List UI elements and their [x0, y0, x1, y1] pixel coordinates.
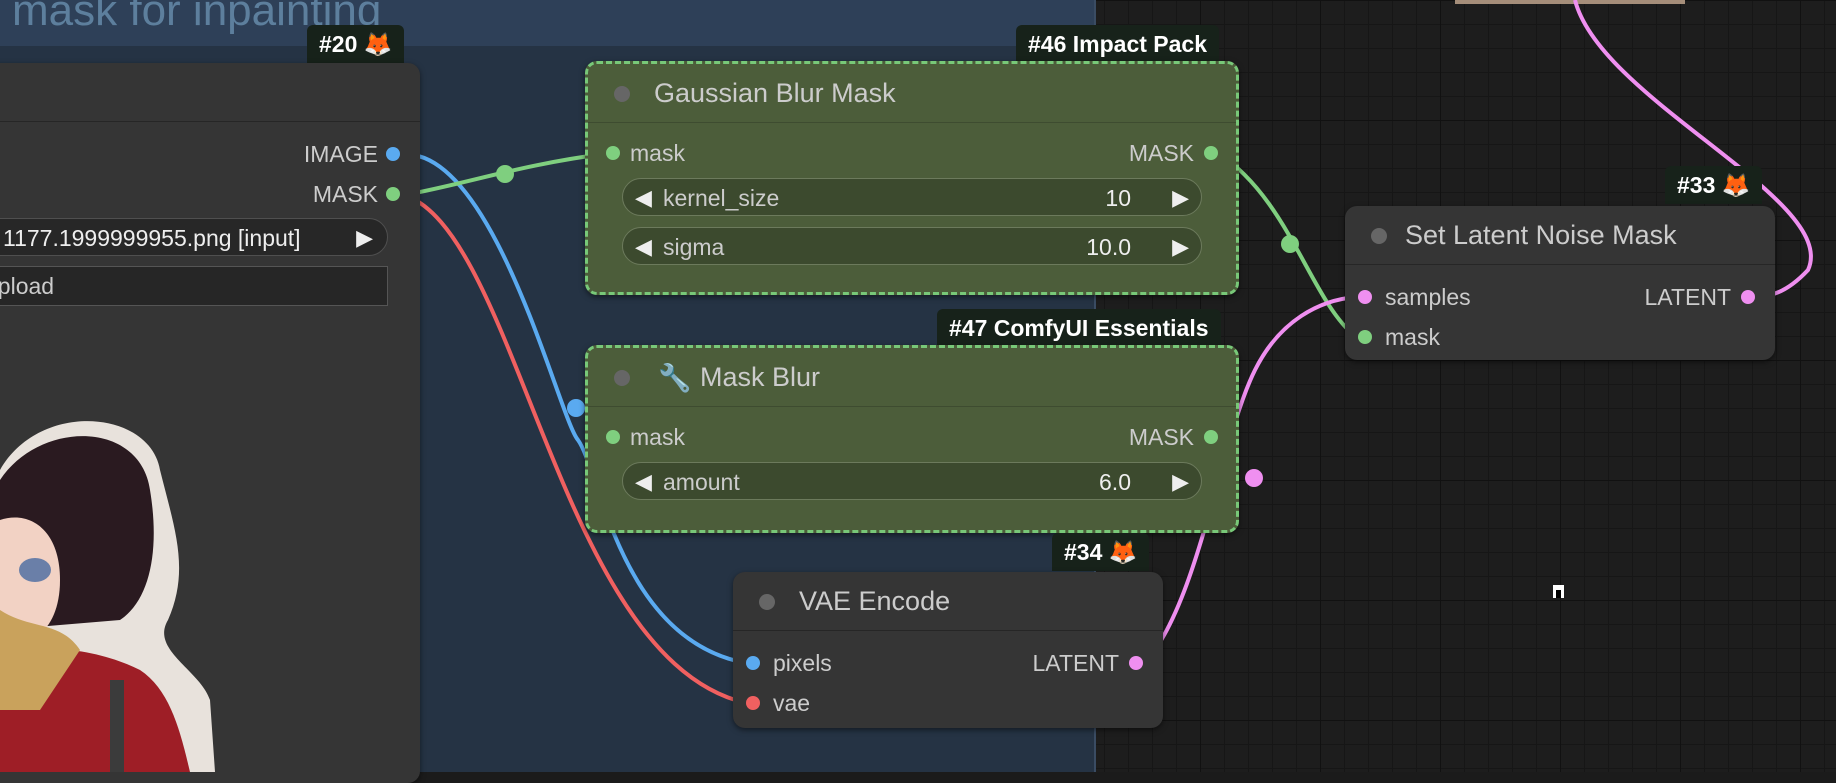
input-port-vae[interactable] [746, 696, 760, 710]
image-preview [0, 421, 215, 772]
collapse-dot[interactable] [614, 370, 630, 386]
upload-label: upload [0, 273, 55, 299]
image-select-widget[interactable]: 1177.1999999955.png [input] ▶ [0, 218, 388, 256]
output-port-latent[interactable] [1741, 290, 1755, 304]
node-badge-46: #46 Impact Pack [1016, 25, 1220, 63]
wrench-icon: 🔧 [658, 363, 692, 393]
collapse-dot[interactable] [1371, 228, 1387, 244]
mask-blur-node[interactable]: 🔧 Mask Blur mask MASK ◀ amount 6.0 ▶ [585, 345, 1239, 533]
node-title-bar[interactable]: 🔧 Mask Blur [588, 348, 1236, 407]
mouse-cursor-icon [1553, 585, 1564, 598]
amount-widget[interactable]: ◀ amount 6.0 ▶ [622, 462, 1202, 500]
group-header[interactable]: mask for inpainting [0, 0, 1094, 46]
sigma-widget[interactable]: ◀ sigma 10.0 ▶ [622, 227, 1202, 265]
reroute-mask [496, 165, 514, 183]
output-label-latent: LATENT [1032, 650, 1119, 676]
increment-arrow-icon[interactable]: ▶ [1172, 469, 1189, 494]
collapse-dot[interactable] [614, 86, 630, 102]
increment-arrow-icon[interactable]: ▶ [1172, 234, 1189, 259]
upload-button[interactable]: upload [0, 266, 388, 306]
output-label-mask: MASK [1128, 140, 1194, 166]
reroute-mask-2 [1281, 235, 1299, 253]
output-port-image[interactable] [386, 147, 400, 161]
widget-value: 10.0 [1086, 234, 1131, 260]
output-label-mask: MASK [312, 181, 378, 207]
input-port-mask[interactable] [606, 146, 620, 160]
wire-image-pixels [413, 153, 747, 665]
reroute-image [567, 399, 585, 417]
input-label-pixels: pixels [773, 650, 832, 676]
input-port-mask[interactable] [606, 430, 620, 444]
gaussian-blur-mask-node[interactable]: Gaussian Blur Mask mask MASK ◀ kernel_si… [585, 61, 1239, 295]
widget-label: sigma [663, 234, 725, 260]
widget-label: kernel_size [663, 185, 780, 211]
output-label-latent: LATENT [1644, 284, 1731, 310]
node-title-bar[interactable]: Set Latent Noise Mask [1345, 206, 1775, 265]
node-title: Mask Blur [700, 362, 821, 392]
wire-latent-samples [1143, 295, 1357, 665]
increment-arrow-icon[interactable]: ▶ [1172, 185, 1189, 210]
wire-vae [406, 194, 747, 705]
input-label-samples: samples [1385, 284, 1471, 310]
vae-encode-node[interactable]: VAE Encode pixels vae LATENT [733, 572, 1163, 728]
image-filename: 1177.1999999955.png [input] [3, 225, 301, 251]
output-label-image: IMAGE [303, 141, 378, 167]
input-label-vae: vae [773, 690, 811, 716]
input-label-mask: mask [630, 140, 685, 166]
decrement-arrow-icon[interactable]: ◀ [635, 469, 652, 494]
node-badge-34: #34 🦊 [1052, 533, 1150, 571]
node-title-bar[interactable] [0, 63, 420, 122]
input-port-pixels[interactable] [746, 656, 760, 670]
input-port-samples[interactable] [1358, 290, 1372, 304]
node-title-bar[interactable]: Gaussian Blur Mask [588, 64, 1236, 123]
input-port-mask[interactable] [1358, 330, 1372, 344]
reroute-latent [1245, 469, 1263, 487]
output-label-mask: MASK [1128, 424, 1194, 450]
input-label-mask: mask [630, 424, 685, 450]
node-title: Gaussian Blur Mask [654, 78, 896, 108]
node-title: VAE Encode [799, 586, 951, 616]
image-thumbnail-edge [1455, 0, 1685, 4]
input-label-mask: mask [1385, 324, 1440, 350]
decrement-arrow-icon[interactable]: ◀ [635, 234, 652, 259]
node-title-bar[interactable]: VAE Encode [733, 572, 1163, 631]
node-title: Set Latent Noise Mask [1405, 220, 1677, 250]
widget-value: 10 [1105, 185, 1131, 211]
output-port-mask[interactable] [1204, 146, 1218, 160]
set-latent-noise-mask-node[interactable]: Set Latent Noise Mask samples mask LATEN… [1345, 206, 1775, 360]
output-port-mask[interactable] [1204, 430, 1218, 444]
node-badge-20: #20 🦊 [307, 25, 405, 63]
node-badge-47: #47 ComfyUI Essentials [937, 309, 1221, 347]
next-arrow-icon[interactable]: ▶ [356, 225, 373, 250]
widget-label: amount [663, 469, 740, 495]
widget-value: 6.0 [1099, 469, 1131, 495]
output-port-latent[interactable] [1129, 656, 1143, 670]
kernel-size-widget[interactable]: ◀ kernel_size 10 ▶ [622, 178, 1202, 216]
output-port-mask[interactable] [386, 187, 400, 201]
collapse-dot[interactable] [759, 594, 775, 610]
decrement-arrow-icon[interactable]: ◀ [635, 185, 652, 210]
node-badge-33: #33 🦊 [1665, 166, 1763, 204]
